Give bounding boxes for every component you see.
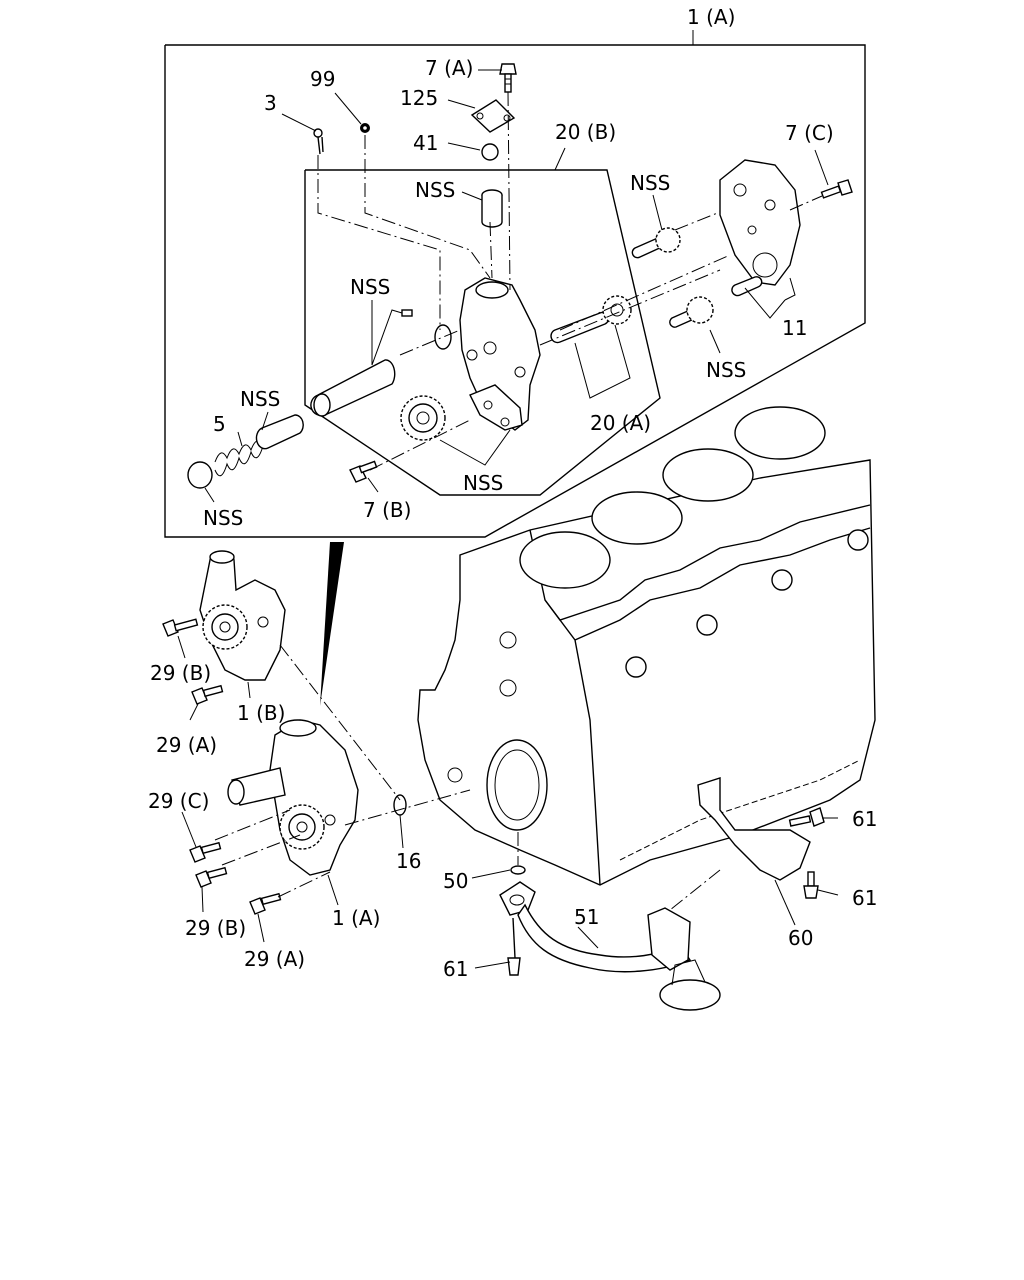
ball-41 [481,143,499,161]
label-nss-driven-gear: NSS [706,358,746,382]
bracket-60 [697,777,811,881]
label-60: 60 [788,926,813,950]
shaft-gear-20a [550,295,632,344]
oil-pump-1a [227,719,359,876]
lower-assembly-lines [214,644,721,911]
bolt-61-right-lower [803,871,819,899]
cylinder-block [417,406,876,886]
label-51: 51 [574,905,599,929]
label-nss-idler: NSS [463,471,503,495]
label-61-upper-right: 61 [852,807,877,831]
label-41: 41 [413,131,438,155]
label-nss-plunger: NSS [350,275,390,299]
part-labels: 1 (A) 7 (A) 99 125 3 41 20 (B) 7 (C) NSS… [148,5,877,981]
sleeve-nss-top [481,189,503,228]
pump-body-inset [434,277,541,431]
bolt-29c [189,841,222,863]
driven-gear-nss-lower [669,296,714,328]
label-29a-lower: 29 (A) [244,947,305,971]
label-29b-upper: 29 (B) [150,661,211,685]
label-11: 11 [782,316,807,340]
label-1b: 1 (B) [237,701,285,725]
bolt-7b [349,460,378,483]
oil-pump-1b [199,550,286,681]
idler-gear-nss [400,395,446,441]
label-61-left: 61 [443,957,468,981]
label-nss-sleeve-left: NSS [240,387,280,411]
label-7b: 7 (B) [363,498,411,522]
oil-strainer-51 [499,881,721,1011]
label-20a: 20 (A) [590,411,651,435]
bolt-29a-lower [249,892,282,915]
plug-99 [360,123,370,133]
inset-parts [187,63,853,489]
bolt-29b-upper [162,618,199,637]
cap-nss [187,461,213,489]
split-pin-3 [313,128,324,155]
label-50: 50 [443,869,468,893]
label-7a: 7 (A) [425,56,473,80]
screw-nss [401,309,413,317]
gasket-50 [510,865,526,875]
lower-leaders [177,635,839,969]
pump-cover-11 [719,159,801,297]
label-29c: 29 (C) [148,789,209,813]
label-1a-lower: 1 (A) [332,906,380,930]
o-ring-16 [393,794,407,816]
label-5: 5 [213,412,226,436]
label-nss-sleeve: NSS [415,178,455,202]
label-nss-drive-gear: NSS [630,171,670,195]
label-61-lower-right: 61 [852,886,877,910]
label-125: 125 [400,86,438,110]
label-29b-lower: 29 (B) [185,916,246,940]
cover-plate-125 [470,99,516,133]
inset-frame [164,30,866,538]
label-29a-upper: 29 (A) [156,733,217,757]
spring-5 [214,440,264,477]
label-99: 99 [310,67,335,91]
sleeve-nss-left [255,414,304,450]
bolt-61-right-upper [788,807,825,827]
bolt-29b-lower [195,866,228,888]
bolt-7c [820,179,853,199]
label-7c: 7 (C) [785,121,834,145]
label-1a-top: 1 (A) [687,5,735,29]
label-20b: 20 (B) [555,120,616,144]
inset-pointer [320,542,344,706]
label-3: 3 [264,91,277,115]
plunger-nss [310,359,396,417]
inset-leaders [204,69,829,503]
bolt-7a [499,63,517,93]
label-nss-cap: NSS [203,506,243,530]
bolt-29a-upper [191,684,224,705]
label-16: 16 [396,849,421,873]
drive-gear-nss-upper [631,227,681,259]
